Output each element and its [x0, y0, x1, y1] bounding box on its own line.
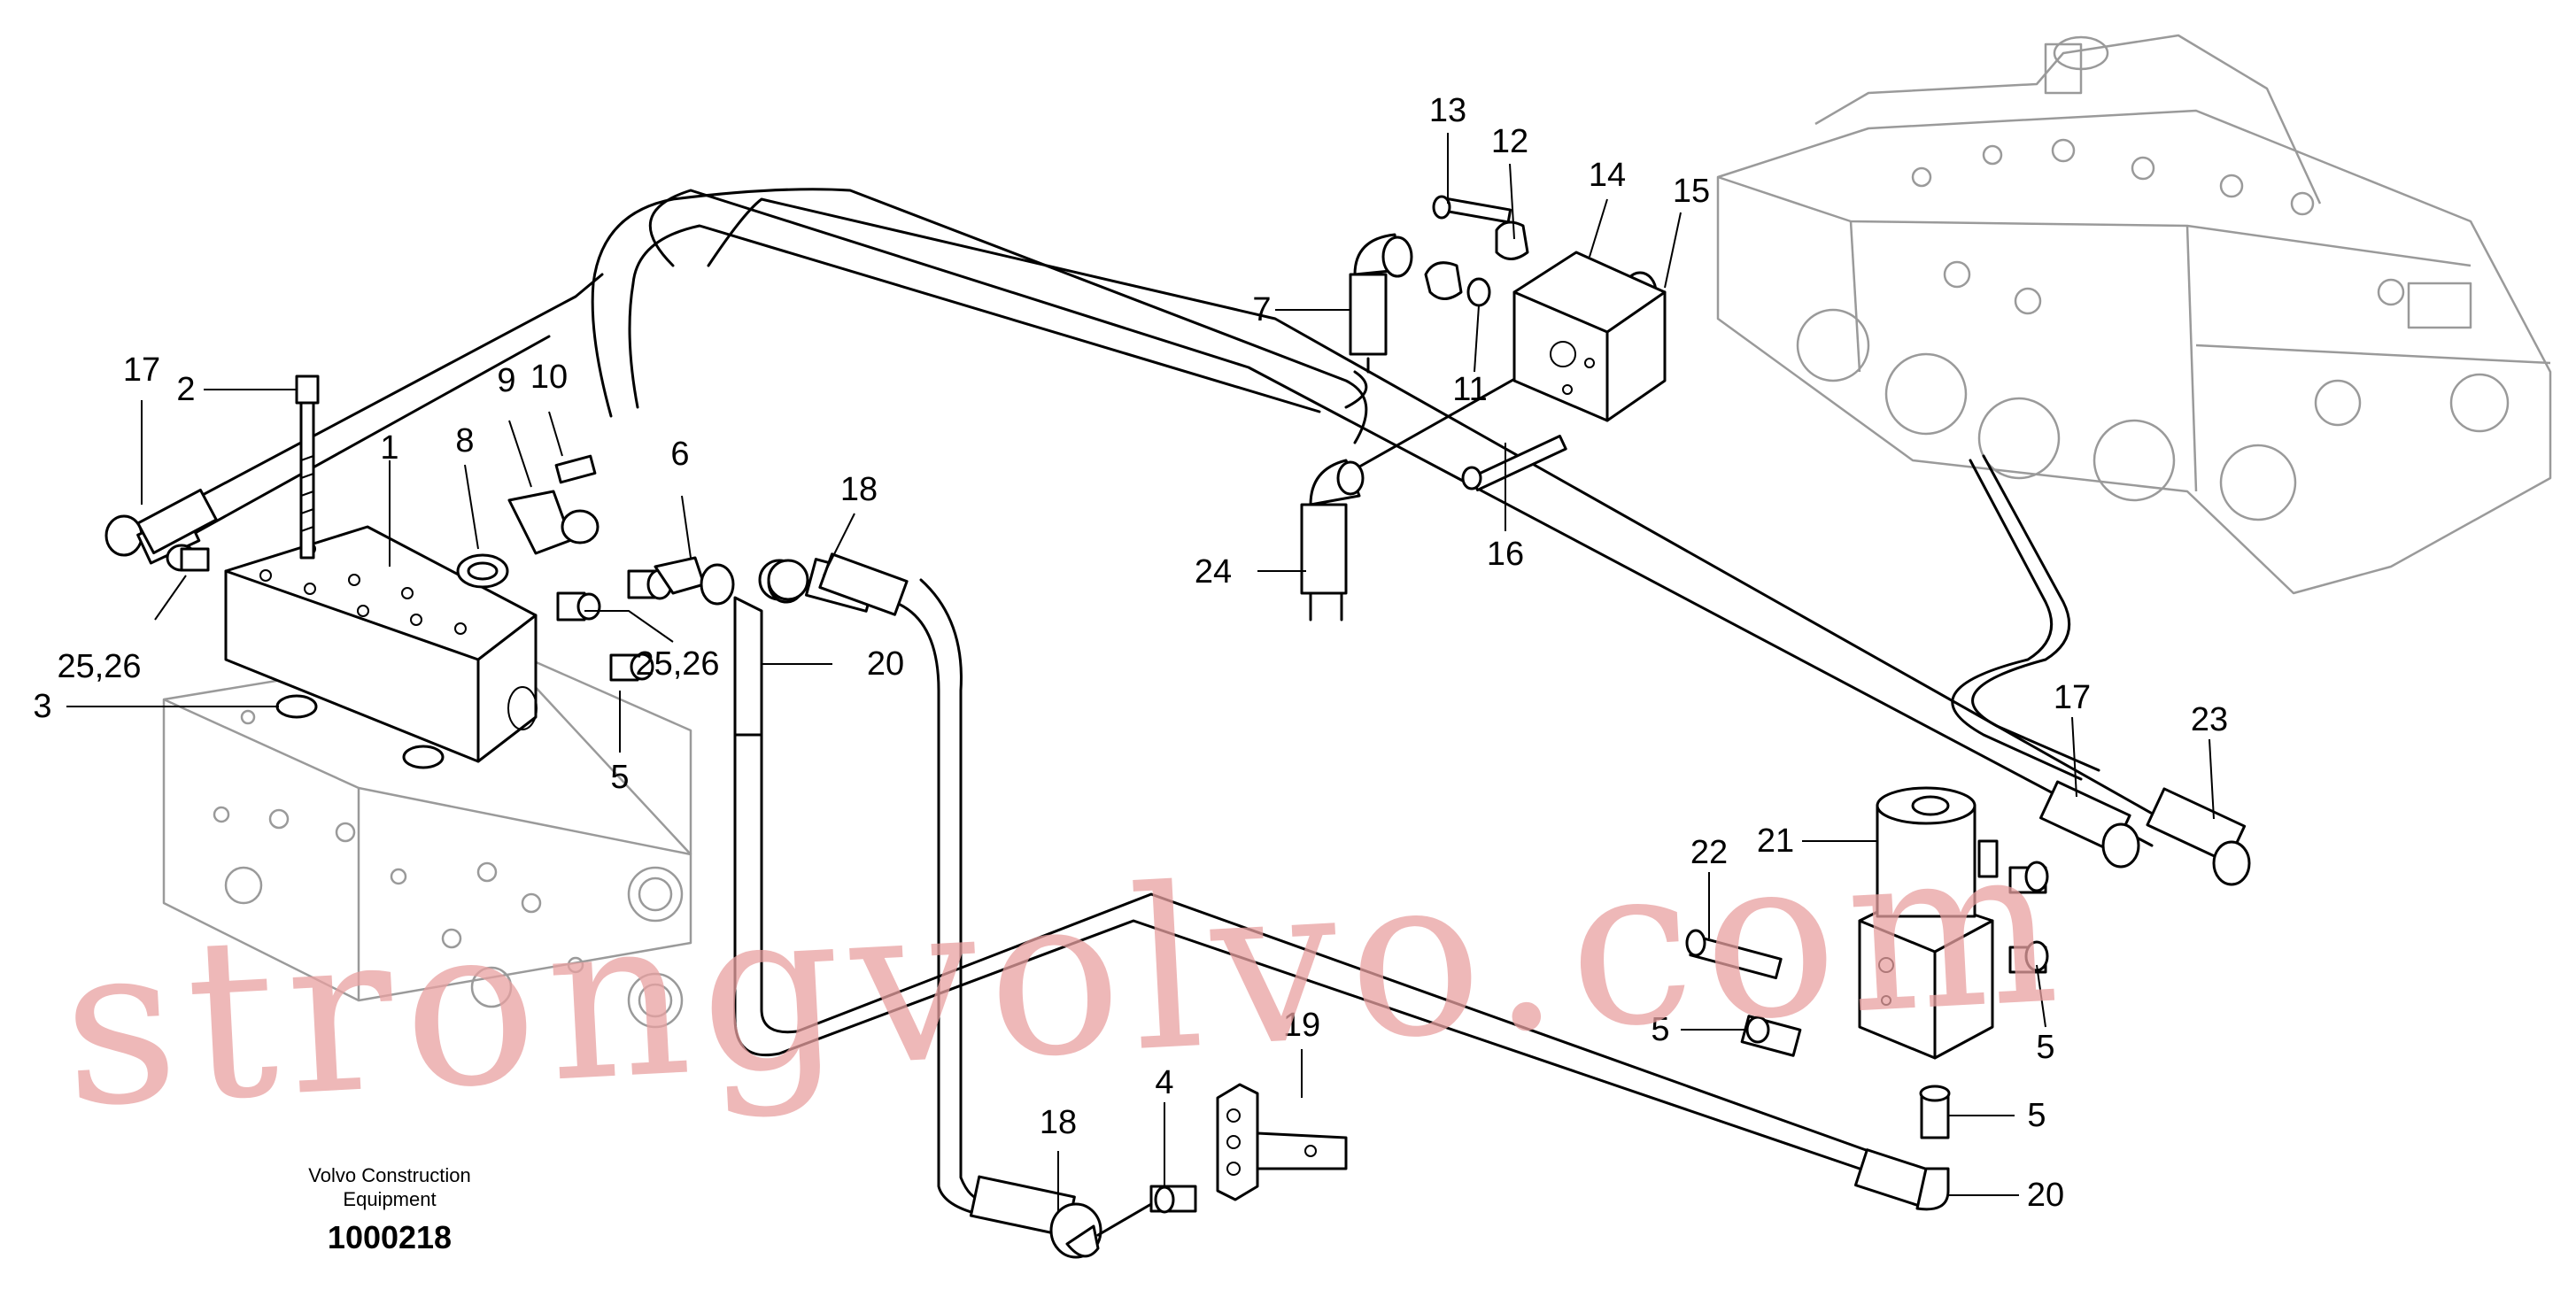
caption-subtitle: Equipment	[343, 1188, 436, 1210]
caption-block: Volvo Construction Equipment 1000218	[308, 1164, 470, 1255]
callout-8: 8	[455, 422, 474, 459]
hose-end-17-left	[136, 488, 218, 555]
diagram-number: 1000218	[328, 1219, 452, 1255]
callout-18: 18	[840, 471, 878, 508]
hose-end-18-top	[767, 552, 909, 616]
callout-2: 2	[176, 371, 195, 408]
bolt-13	[1432, 195, 1512, 224]
callout-1: 1	[380, 429, 398, 467]
callout-11: 11	[1452, 371, 1487, 408]
callout-18: 18	[1040, 1104, 1077, 1141]
hose-ends-17-23	[2038, 780, 2251, 886]
callout-6: 6	[670, 436, 689, 473]
callout-9: 9	[497, 362, 515, 399]
callout-5: 5	[2036, 1029, 2054, 1066]
callout-4: 4	[1155, 1064, 1173, 1101]
callout-leaders	[66, 133, 2215, 1213]
hose-end-18-bottom	[969, 1175, 1102, 1259]
callout-16: 16	[1487, 536, 1524, 573]
hose-lines	[158, 188, 2171, 1215]
fitting-4	[1149, 1185, 1197, 1214]
solenoid-valve-21	[1858, 786, 1999, 1060]
callout-labels: 17 2 1 8 9 10 6 18 25,26 3 25,26 5 20 13…	[33, 92, 2228, 1214]
block-14	[1512, 251, 1667, 422]
callout-25-26: 25,26	[57, 648, 141, 685]
callout-3: 3	[33, 688, 51, 725]
callout-25-26: 25,26	[635, 645, 719, 683]
fitting-7	[1349, 233, 1413, 356]
fittings-valve-21	[1685, 861, 2049, 1139]
control-valve-assembly	[1716, 34, 2552, 595]
hose-end-20-bottom	[1853, 1148, 1950, 1211]
callout-20: 20	[867, 645, 904, 683]
callout-5: 5	[610, 759, 629, 796]
bracket-19	[1216, 1083, 1348, 1201]
caption-company: Volvo Construction	[308, 1164, 470, 1186]
bolt-2	[295, 375, 320, 560]
callout-17: 17	[123, 351, 160, 389]
callout-15: 15	[1673, 173, 1710, 210]
callout-13: 13	[1429, 92, 1466, 129]
fitting-24	[1300, 459, 1365, 595]
callout-14: 14	[1589, 157, 1626, 194]
base-manifold-block	[162, 643, 692, 1029]
bolt-16	[1461, 435, 1567, 491]
callout-20: 20	[2027, 1177, 2064, 1214]
callout-5: 5	[1651, 1011, 1669, 1048]
callout-12: 12	[1491, 123, 1528, 160]
manifold-block-1	[224, 525, 538, 769]
callout-23: 23	[2191, 701, 2228, 738]
callout-19: 19	[1283, 1007, 1320, 1044]
callout-24: 24	[1195, 553, 1232, 591]
callout-7: 7	[1252, 291, 1271, 328]
callout-5: 5	[2027, 1097, 2046, 1134]
callout-21: 21	[1757, 822, 1794, 860]
callout-22: 22	[1690, 834, 1728, 871]
callout-17: 17	[2054, 679, 2091, 716]
callout-10: 10	[530, 359, 568, 396]
